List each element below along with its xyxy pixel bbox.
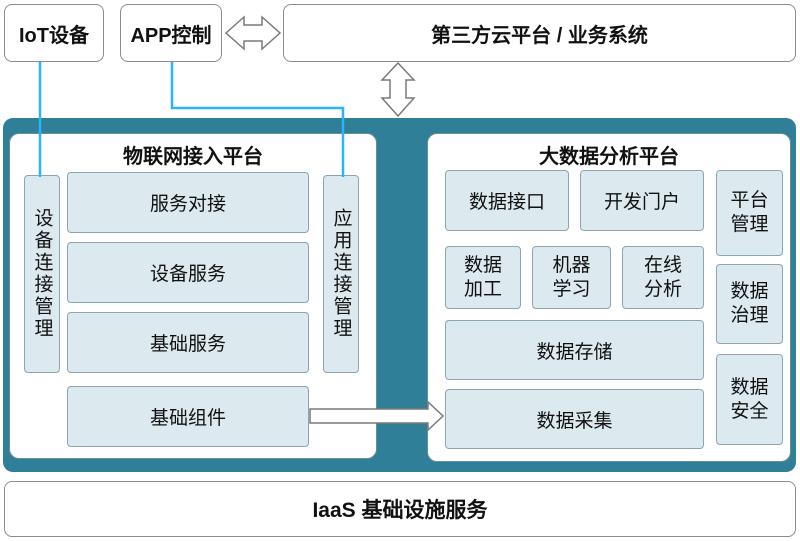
vertical-double-arrow-icon: [380, 61, 416, 118]
platform-management: 平台 管理: [716, 170, 783, 256]
horizontal-double-arrow-icon: [224, 15, 282, 51]
basic-service: 基础服务: [67, 312, 309, 373]
data-collection-label: 数据采集: [536, 410, 613, 432]
data-interface-label: 数据接口: [468, 192, 545, 213]
third-party-platform-box: 第三方云平台 / 业务系统: [283, 4, 796, 62]
online-analysis-label: 在线 分析: [643, 254, 682, 300]
iaas-infrastructure-bar: IaaS 基础设施服务: [4, 481, 796, 537]
basic-service-label: 基础服务: [149, 334, 226, 355]
device-connection-management: 设备连接管理: [24, 175, 60, 373]
developer-portal-label: 开发门户: [603, 192, 680, 213]
iot-device-label: IoT设备: [19, 24, 89, 47]
data-governance: 数据 治理: [716, 264, 783, 344]
iot-access-platform-title: 物联网接入平台: [123, 146, 263, 168]
device-service: 设备服务: [67, 242, 309, 303]
data-interface: 数据接口: [445, 170, 569, 231]
data-processing-label: 数据 加工: [463, 254, 502, 300]
data-security: 数据 安全: [716, 354, 783, 445]
iot-device-box: IoT设备: [4, 4, 104, 62]
iaas-infrastructure-label: IaaS 基础设施服务: [312, 499, 488, 522]
basic-component: 基础组件: [67, 386, 309, 447]
application-connection-management: 应用连接管理: [323, 175, 359, 373]
third-party-platform-label: 第三方云平台 / 业务系统: [431, 24, 648, 47]
basic-component-label: 基础组件: [149, 408, 226, 429]
online-analysis: 在线 分析: [622, 246, 704, 309]
service-docking-label: 服务对接: [149, 194, 226, 215]
data-collection: 数据采集: [445, 389, 704, 449]
app-control-label: APP控制: [130, 24, 212, 47]
machine-learning-label: 机器 学习: [552, 254, 591, 300]
app-control-box: APP控制: [120, 4, 222, 62]
service-docking: 服务对接: [67, 172, 309, 233]
developer-portal: 开发门户: [580, 170, 704, 231]
data-governance-label: 数据 治理: [730, 281, 769, 326]
device-service-label: 设备服务: [149, 264, 226, 285]
application-connection-management-label: 应用连接管理: [330, 208, 352, 340]
data-storage: 数据存储: [445, 320, 704, 380]
data-processing: 数据 加工: [445, 246, 521, 309]
data-security-label: 数据 安全: [730, 376, 769, 422]
data-storage-label: 数据存储: [536, 341, 613, 363]
big-data-platform-title: 大数据分析平台: [539, 146, 679, 168]
platform-management-label: 平台 管理: [730, 190, 769, 235]
device-connection-management-label: 设备连接管理: [31, 208, 53, 340]
machine-learning: 机器 学习: [532, 246, 611, 309]
